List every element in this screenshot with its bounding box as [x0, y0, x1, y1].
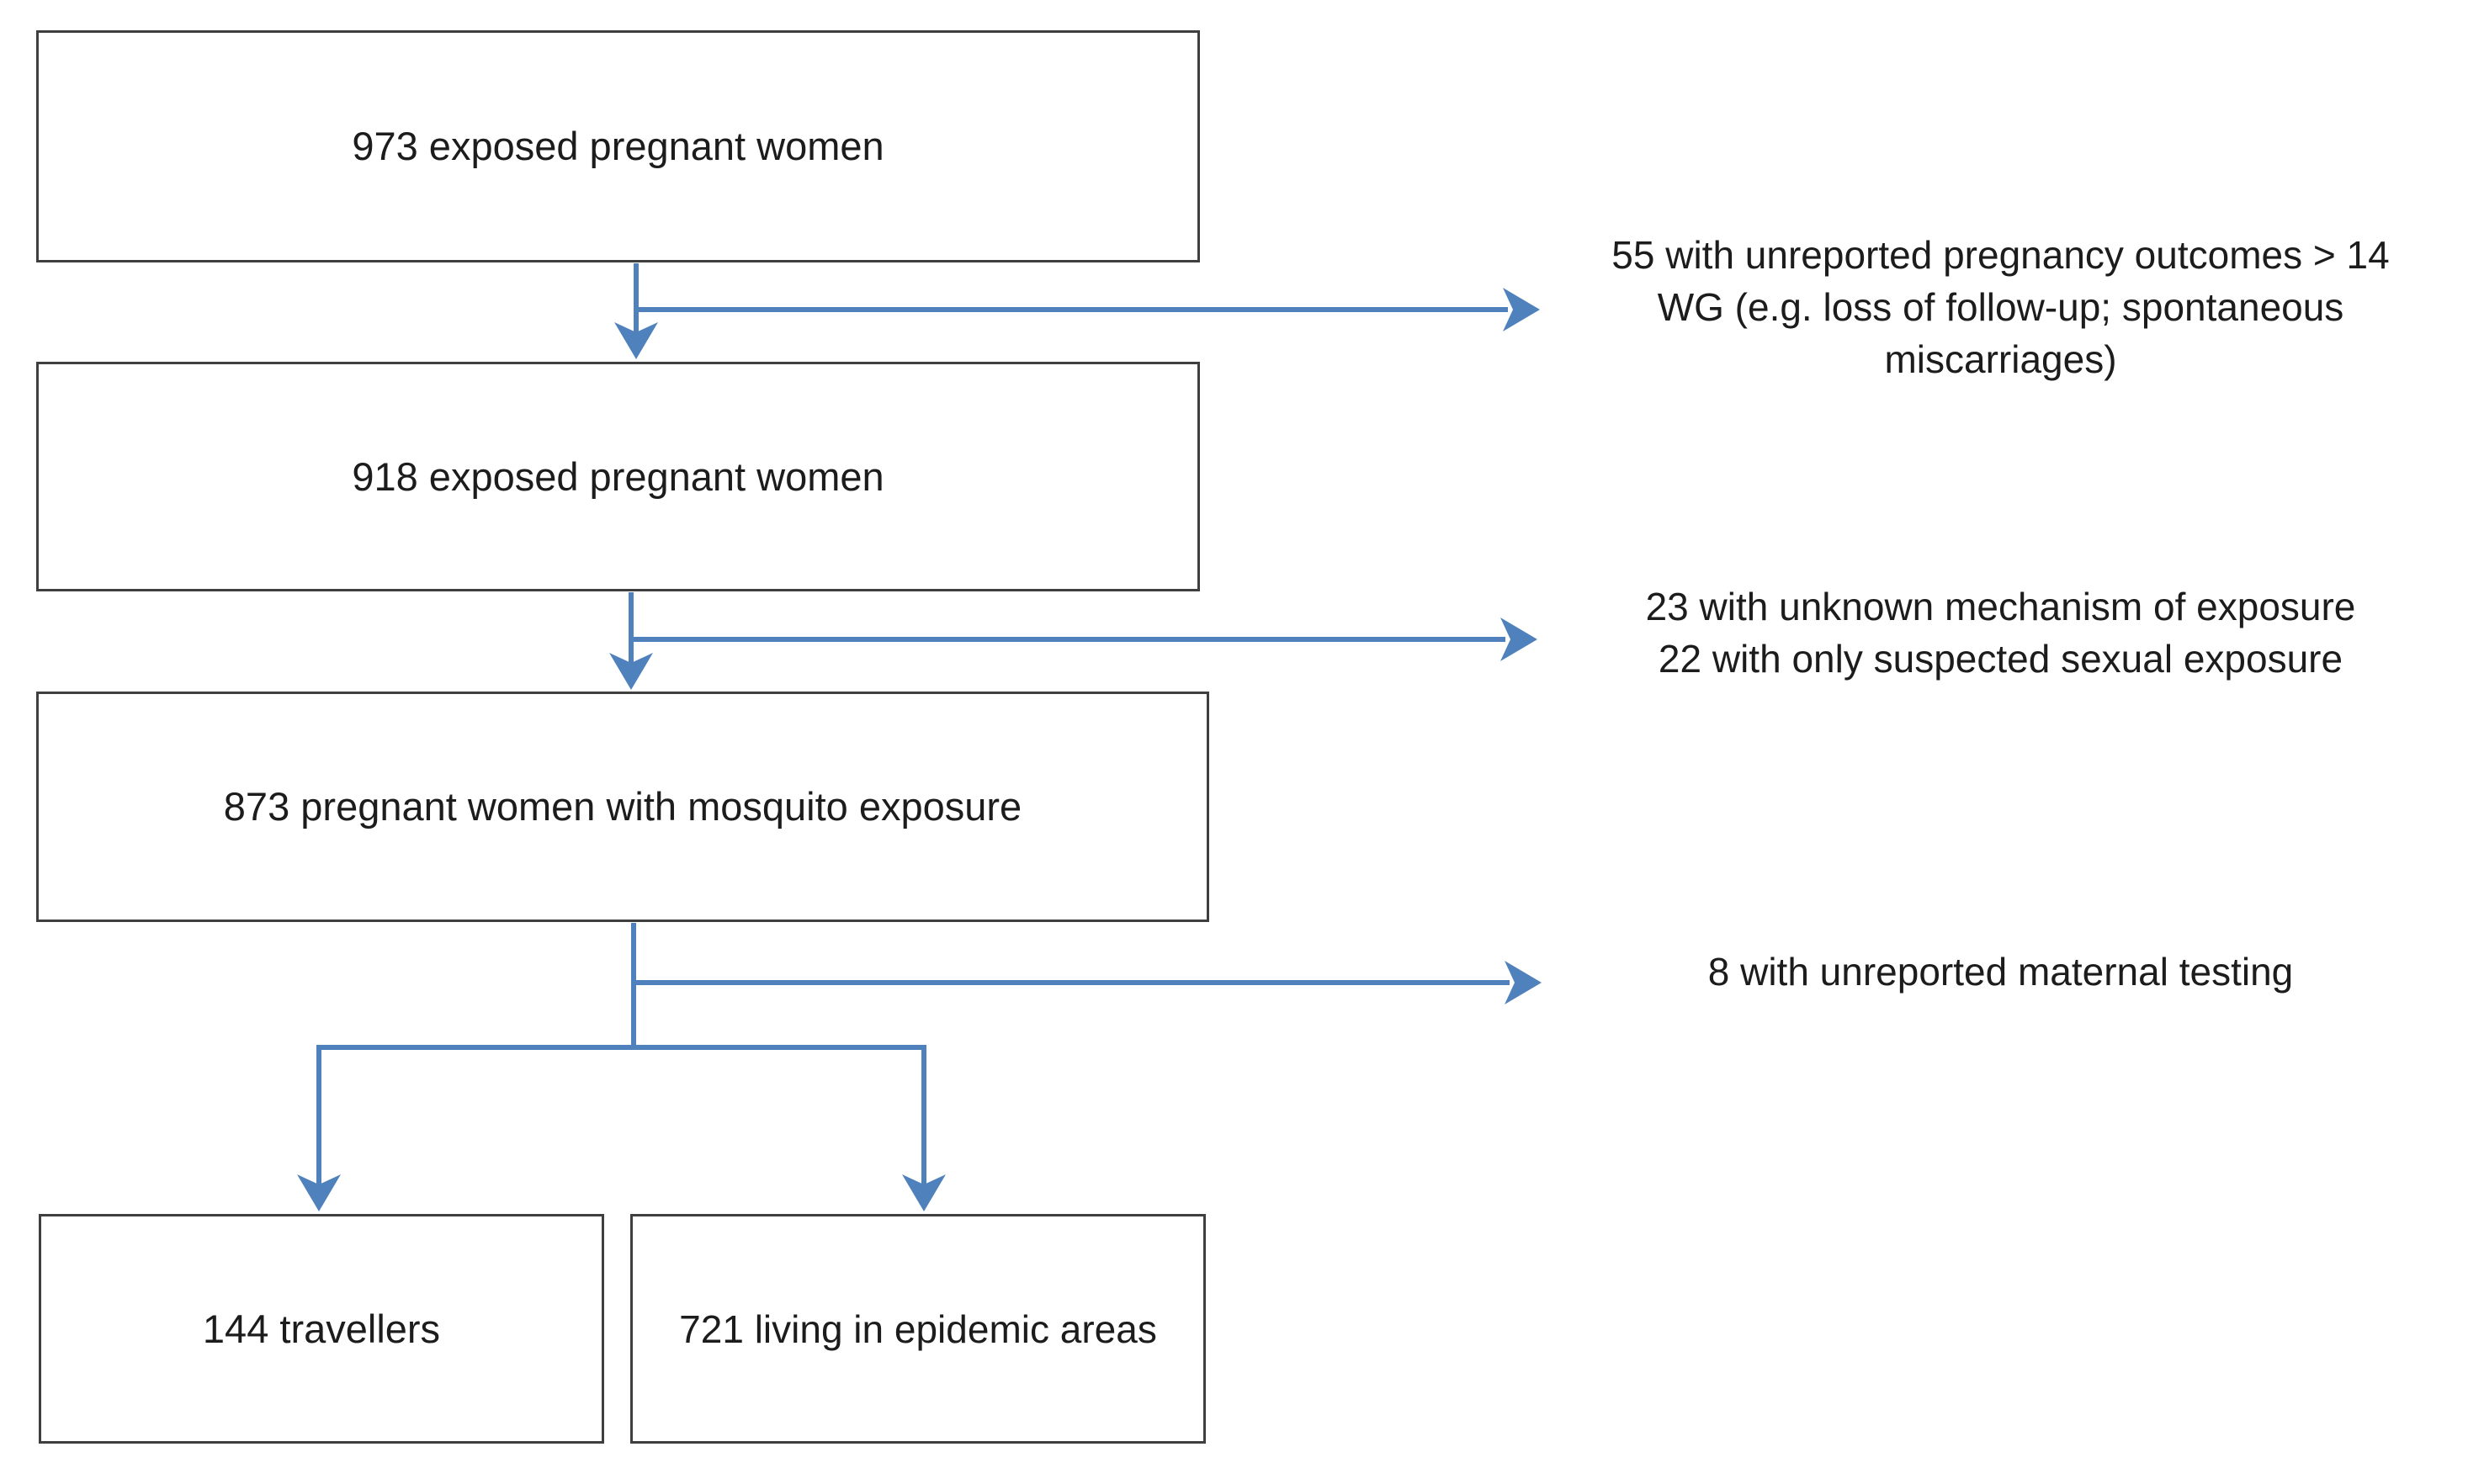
- exclusion-note-23-22: 23 with unknown mechanism of exposure 22…: [1645, 585, 2356, 681]
- box-144-label: 144 travellers: [202, 1306, 441, 1351]
- box-973-exposed: 973 exposed pregnant women: [36, 30, 1200, 262]
- box-144-travellers: 144 travellers: [39, 1214, 604, 1444]
- box-873-mosquito: 873 pregnant women with mosquito exposur…: [36, 692, 1209, 922]
- box-918-label: 918 exposed pregnant women: [352, 453, 884, 499]
- box-721-label: 721 living in epidemic areas: [679, 1306, 1157, 1351]
- arrowhead-exclusion-8: [1505, 961, 1542, 1004]
- arrowhead-into-travellers: [297, 1174, 341, 1211]
- arrowhead-exclusion-55: [1503, 288, 1540, 331]
- exclusion-note-55: 55 with unreported pregnancy outcomes > …: [1611, 233, 2390, 381]
- box-973-label: 973 exposed pregnant women: [352, 124, 884, 168]
- arrowhead-exclusion-23: [1500, 617, 1537, 661]
- box-721-epidemic-areas: 721 living in epidemic areas: [630, 1214, 1206, 1444]
- box-918-exposed: 918 exposed pregnant women: [36, 362, 1200, 591]
- exclusion-note-8: 8 with unreported maternal testing: [1707, 950, 2294, 994]
- arrowhead-into-epidemic: [902, 1174, 946, 1211]
- box-873-label: 873 pregnant women with mosquito exposur…: [223, 784, 1022, 829]
- arrowhead-into-873: [609, 653, 653, 690]
- arrowhead-into-918: [614, 322, 658, 359]
